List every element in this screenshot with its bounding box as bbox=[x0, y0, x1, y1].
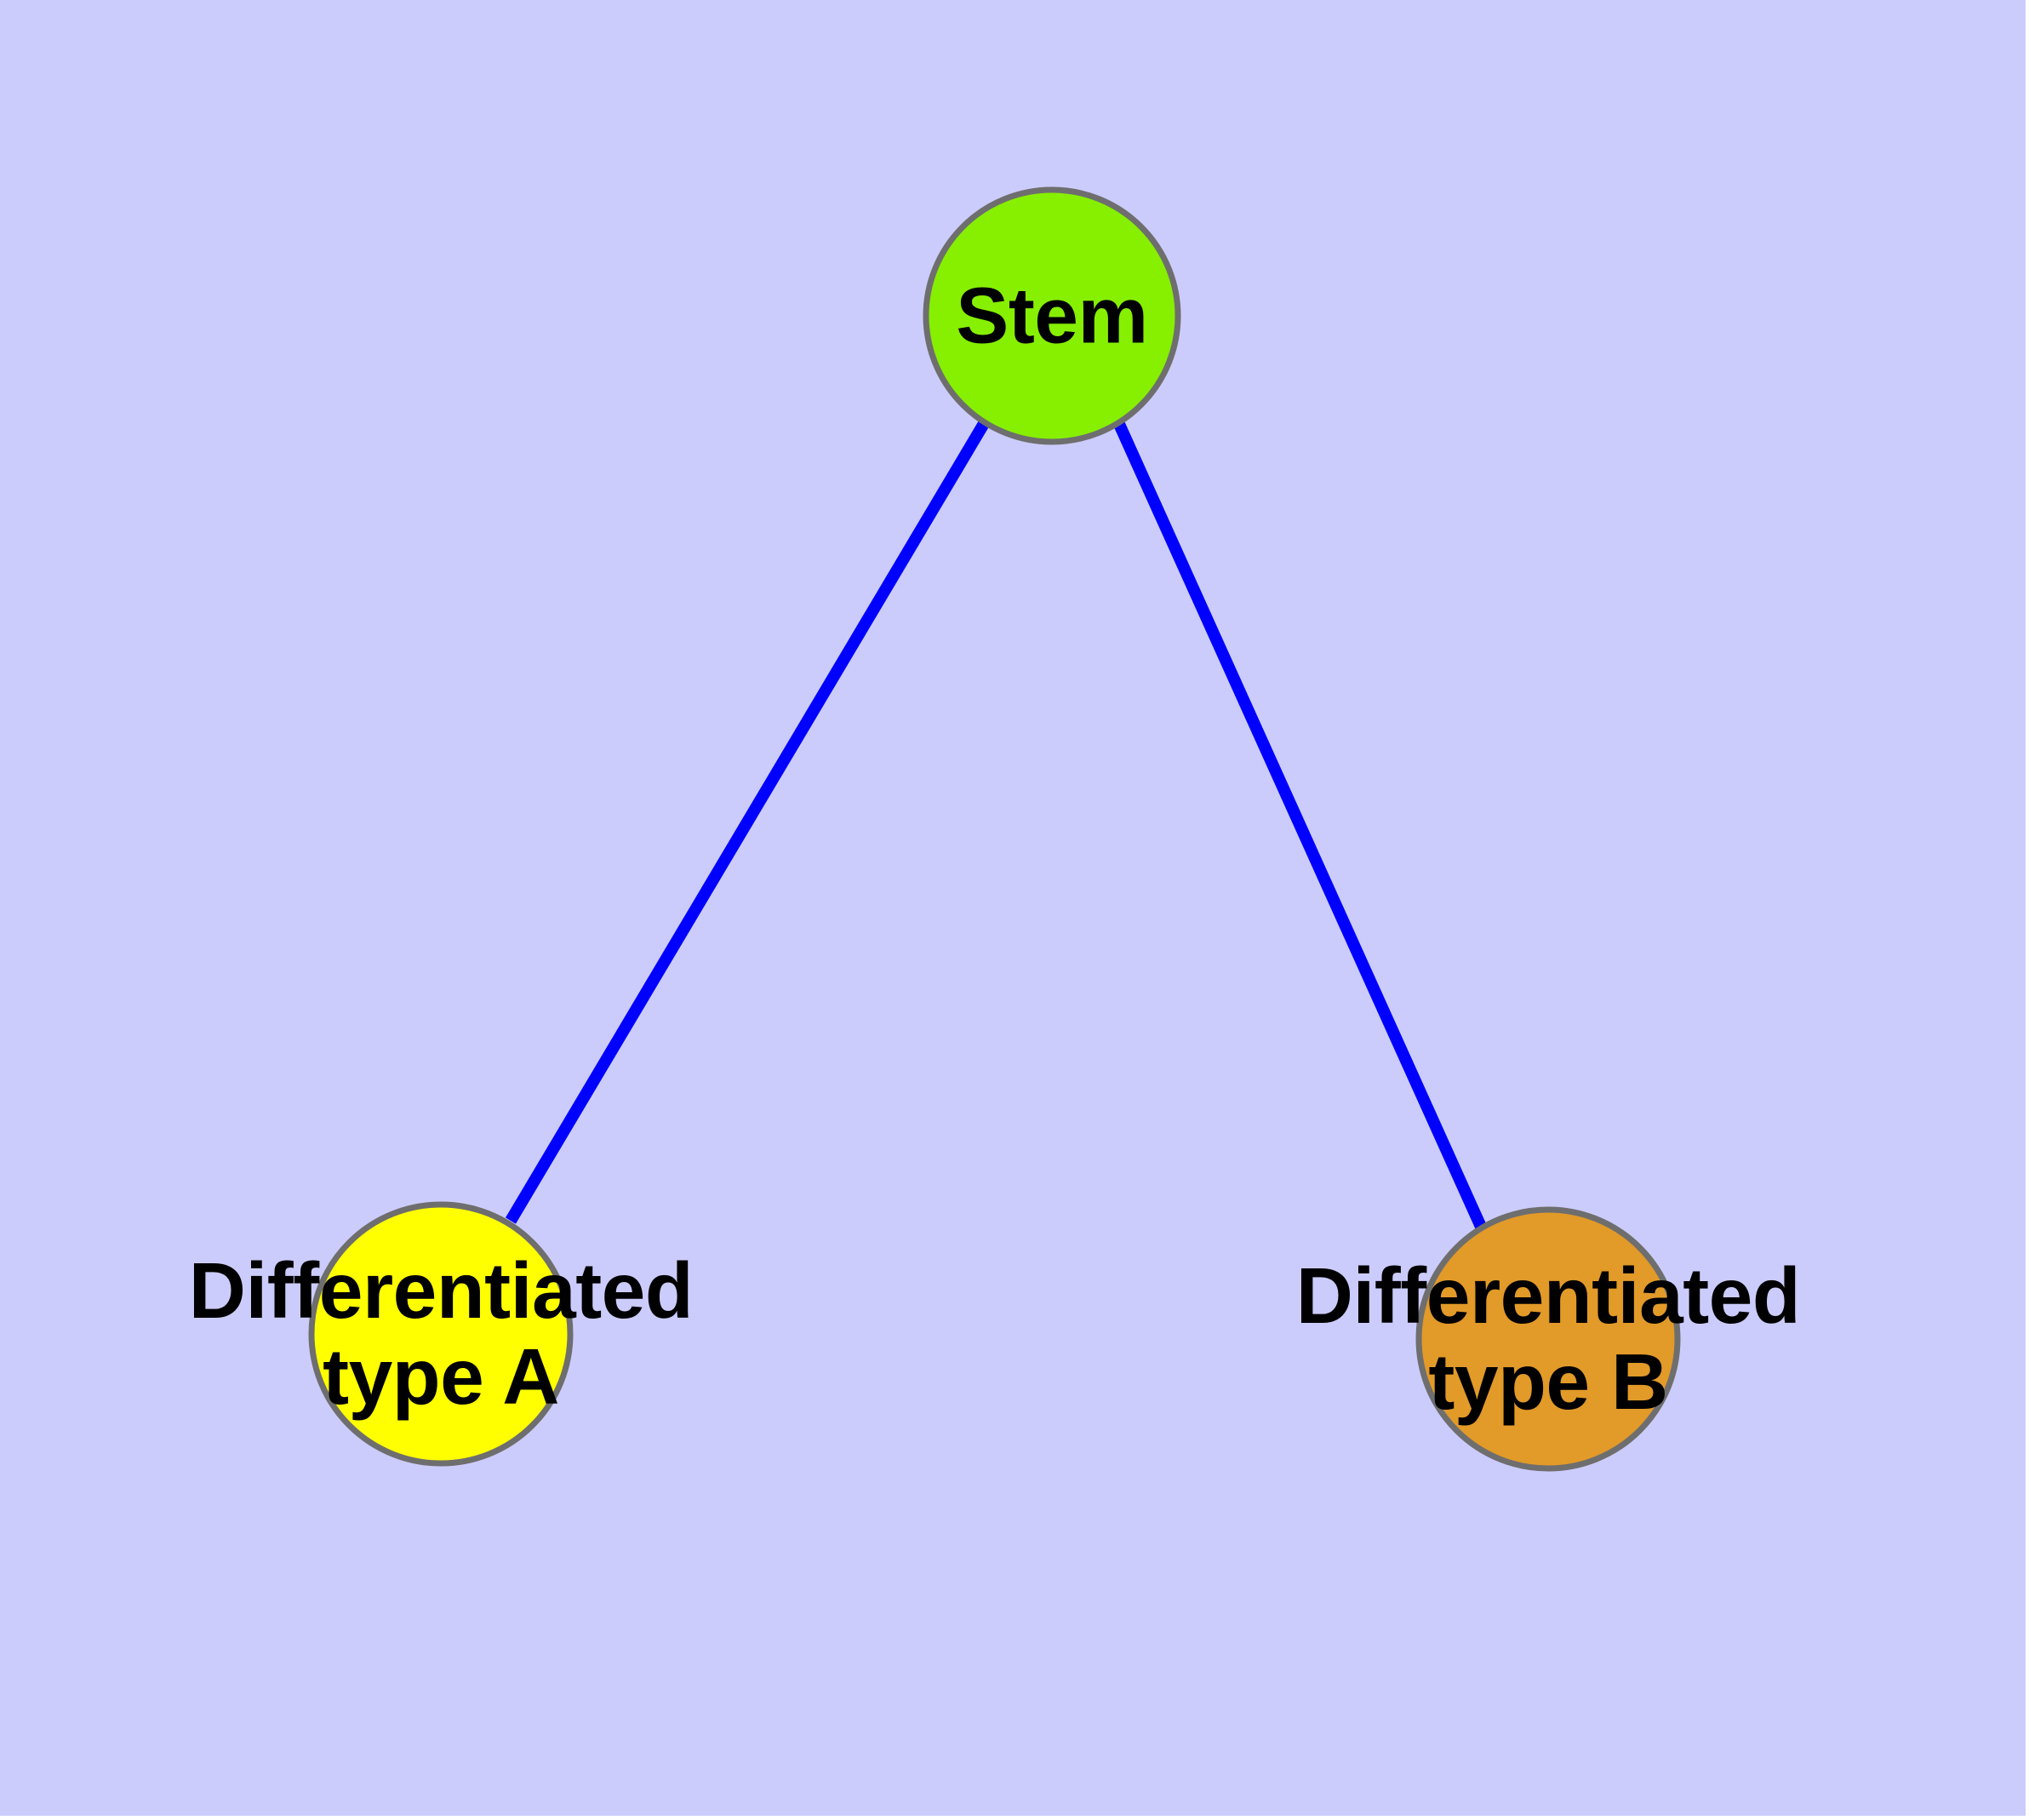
edge-stem-diff-a[interactable] bbox=[505, 419, 991, 1224]
edges-layer bbox=[505, 419, 1487, 1229]
nodes-layer bbox=[308, 186, 1681, 1472]
node-circle-diff_a[interactable] bbox=[308, 1201, 574, 1467]
node-circle-stem[interactable] bbox=[923, 186, 1181, 445]
edge-stem-diff-b[interactable] bbox=[1112, 420, 1487, 1229]
node-circle-diff_b[interactable] bbox=[1415, 1206, 1681, 1472]
